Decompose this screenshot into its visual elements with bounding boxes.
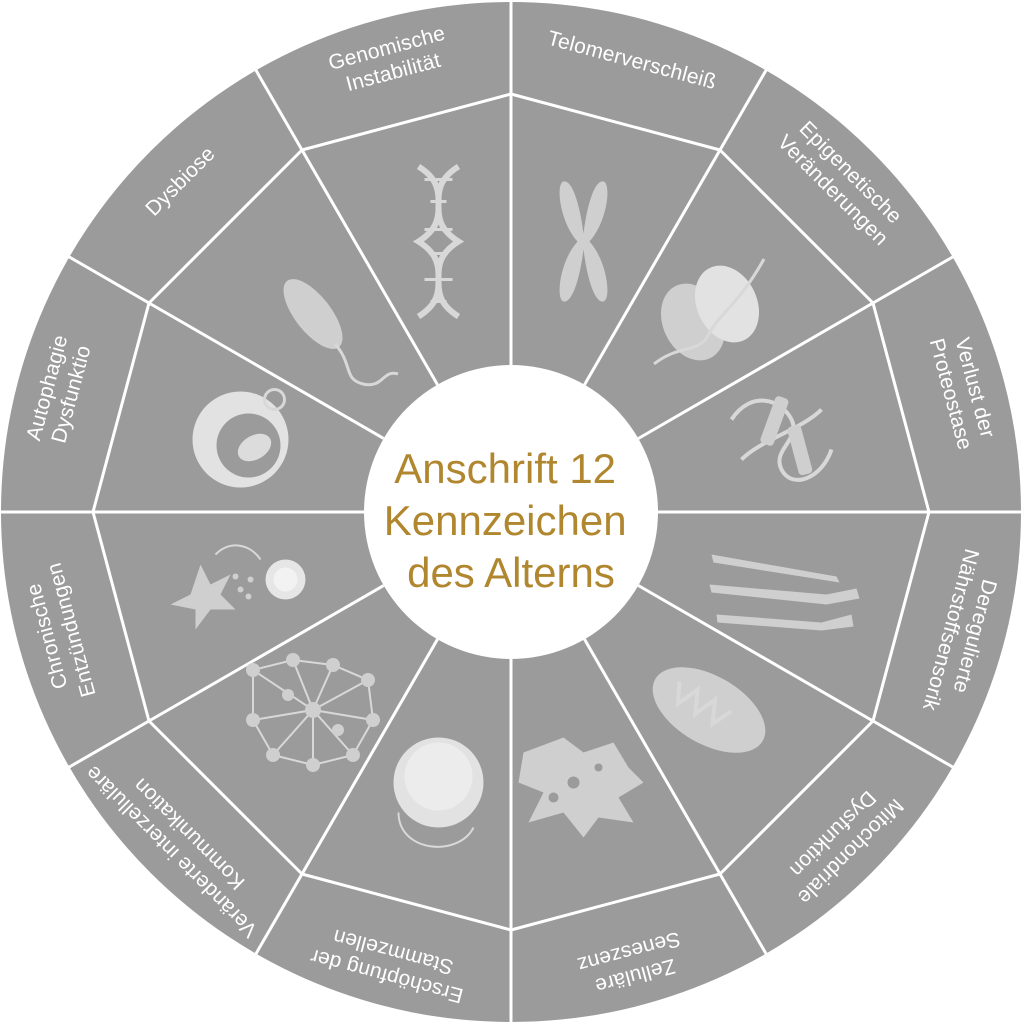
label-band-edge [718, 148, 875, 305]
segment-divider [583, 638, 769, 957]
label-band-edge [718, 719, 875, 876]
segment-divider [637, 254, 956, 440]
label-band-edge [91, 511, 151, 722]
label-band-edge [301, 92, 512, 152]
label-band-edge [301, 872, 512, 932]
center-title-line-1: Anschrift 12 [394, 445, 616, 492]
label-band-edge [147, 719, 304, 876]
segment-divider [66, 584, 385, 770]
segment-divider [637, 584, 956, 770]
segment-divider [253, 638, 439, 957]
segment-divider [66, 254, 385, 440]
center-title-line-2: Kennzeichen [384, 497, 627, 544]
label-band-edge [871, 511, 931, 722]
label-band-edge [510, 92, 721, 152]
segment-divider [583, 67, 769, 386]
center-circle [364, 365, 658, 659]
center-title: Anschrift 12 Kennzeichen des Alterns [384, 445, 639, 596]
segment-divider [253, 67, 439, 386]
label-band-edge [91, 302, 151, 513]
label-band-edge [147, 148, 304, 305]
label-band-edge [510, 872, 721, 932]
label-band-edge [871, 302, 931, 513]
center-title-line-3: des Alterns [407, 549, 615, 596]
